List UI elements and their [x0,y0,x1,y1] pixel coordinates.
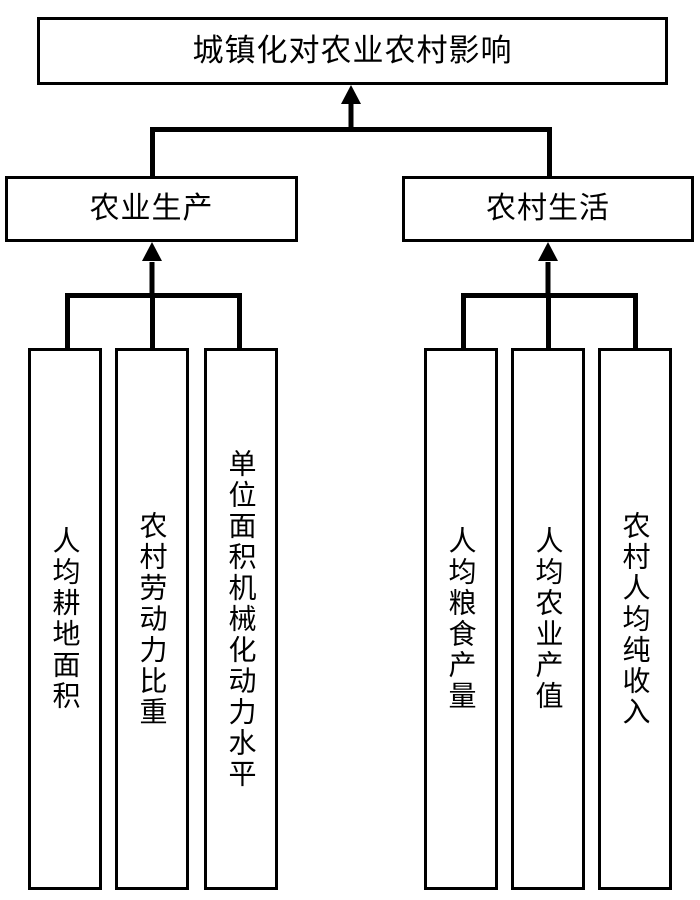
branch-node-label: 农业生产 [89,191,214,227]
indicator-node-label: 人均农业产值 [531,526,565,712]
indicator-node-per-capita-grain-output[interactable]: 人均粮食产量 [424,348,498,890]
indicator-node-per-capita-arable-land[interactable]: 人均耕地面积 [28,348,102,890]
indicator-node-label: 农村劳动力比重 [135,510,169,728]
indicator-node-label: 人均耕地面积 [48,526,82,712]
branch-node-label: 农村生活 [486,191,610,227]
indicator-node-per-capita-agricultural-output-value[interactable]: 人均农业产值 [511,348,585,890]
indicator-node-label: 农村人均纯收入 [618,510,652,728]
arrowhead-root [341,85,361,104]
root-node-label: 城镇化对农业农村影响 [192,32,513,69]
arrowhead-right-group [538,242,558,261]
indicator-node-rural-per-capita-net-income[interactable]: 农村人均纯收入 [598,348,672,890]
branch-node-agricultural-production[interactable]: 农业生产 [5,176,298,242]
indicator-node-rural-labor-share[interactable]: 农村劳动力比重 [115,348,189,890]
root-node[interactable]: 城镇化对农业农村影响 [37,17,668,85]
branch-node-rural-life[interactable]: 农村生活 [402,176,694,242]
indicator-node-machinery-power-per-area[interactable]: 单位面积机械化动力水平 [204,348,278,890]
indicator-node-label: 人均粮食产量 [444,526,478,712]
arrowhead-left-group [142,242,162,261]
indicator-node-label: 单位面积机械化动力水平 [224,448,258,790]
